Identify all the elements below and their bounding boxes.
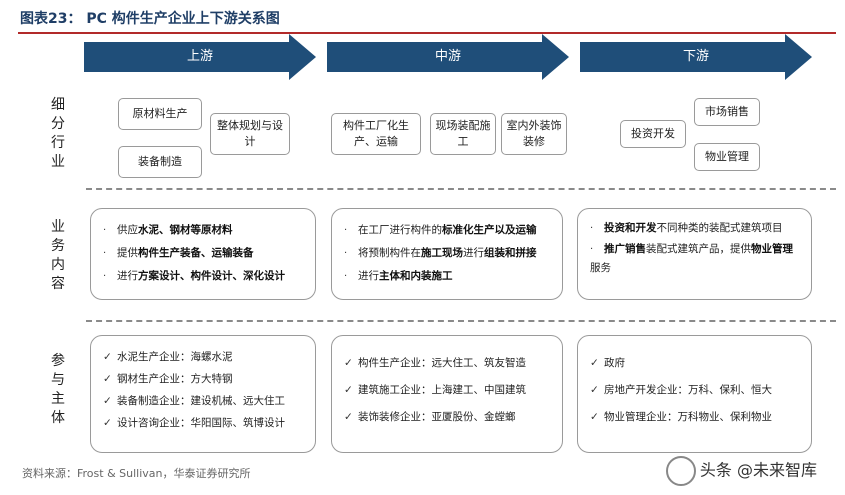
stage-arrow-midstream: 中游 — [327, 34, 569, 80]
stage-label-upstream: 上游 — [186, 49, 213, 64]
check-icon: ✓ — [590, 357, 599, 369]
dashed-divider — [86, 320, 836, 322]
source-note: 资料来源：Frost & Sullivan，华泰证券研究所 — [22, 467, 251, 480]
check-icon: ✓ — [103, 395, 112, 407]
title-rule — [18, 32, 836, 34]
segment-planning-design: 整体规划与设计 — [210, 113, 290, 155]
participant-item: ✓装饰装修企业：亚厦股份、金螳螂 — [344, 404, 552, 431]
business-item: ·供应水泥、钢材等原材料 — [103, 224, 233, 236]
business-panel-upstream: ·供应水泥、钢材等原材料 ·提供构件生产装备、运输装备 ·进行方案设计、构件设计… — [90, 208, 316, 300]
business-item: ·提供构件生产装备、运输装备 — [103, 247, 254, 259]
participant-item: ✓装备制造企业：建设机械、远大住工 — [103, 390, 305, 412]
participant-item: ✓政府 — [590, 350, 801, 377]
check-icon: ✓ — [344, 411, 353, 423]
business-item: ·推广销售装配式建筑产品，提供物业管理服务 — [590, 243, 793, 274]
segment-factory-production: 构件工厂化生产、运输 — [331, 113, 421, 155]
check-icon: ✓ — [103, 351, 112, 363]
check-icon: ✓ — [344, 357, 353, 369]
participant-item: ✓设计咨询企业：华阳国际、筑博设计 — [103, 412, 305, 434]
check-icon: ✓ — [103, 417, 112, 429]
participants-panel-midstream: ✓构件生产企业：远大住工、筑友智造 ✓建筑施工企业：上海建工、中国建筑 ✓装饰装… — [331, 335, 563, 453]
business-panel-downstream: ·投资和开发不同种类的装配式建筑项目 ·推广销售装配式建筑产品，提供物业管理服务 — [577, 208, 812, 300]
segment-onsite-assembly: 现场装配施工 — [430, 113, 496, 155]
participant-item: ✓房地产开发企业：万科、保利、恒大 — [590, 377, 801, 404]
arrow-shape-upstream — [84, 34, 316, 80]
row-label-participants: 参与主体 — [51, 353, 65, 426]
dashed-divider — [86, 188, 836, 190]
segment-market-sales: 市场销售 — [694, 98, 760, 126]
business-item: ·投资和开发不同种类的装配式建筑项目 — [590, 222, 783, 234]
business-item: ·进行方案设计、构件设计、深化设计 — [103, 270, 285, 282]
segment-property-mgmt: 物业管理 — [694, 143, 760, 171]
check-icon: ✓ — [590, 411, 599, 423]
row-label-segments: 细分行业 — [51, 97, 65, 170]
figure-title: 图表23： PC 构件生产企业上下游关系图 — [20, 11, 280, 27]
arrow-shape-midstream — [327, 34, 569, 80]
stage-arrow-upstream: 上游 — [84, 34, 316, 80]
participant-item: ✓物业管理企业：万科物业、保利物业 — [590, 404, 801, 431]
watermark-logo-icon — [665, 456, 696, 486]
stage-label-midstream: 中游 — [434, 49, 461, 64]
business-item: ·将预制构件在施工现场进行组装和拼接 — [344, 247, 537, 259]
stage-arrow-downstream: 下游 — [580, 34, 812, 80]
check-icon: ✓ — [344, 384, 353, 396]
arrow-shape-downstream — [580, 34, 812, 80]
participants-panel-downstream: ✓政府 ✓房地产开发企业：万科、保利、恒大 ✓物业管理企业：万科物业、保利物业 — [577, 335, 812, 453]
segment-decoration: 室内外装饰装修 — [501, 113, 567, 155]
participant-item: ✓构件生产企业：远大住工、筑友智造 — [344, 350, 552, 377]
participant-item: ✓水泥生产企业：海螺水泥 — [103, 346, 305, 368]
participant-item: ✓钢材生产企业：方大特钢 — [103, 368, 305, 390]
participants-panel-upstream: ✓水泥生产企业：海螺水泥 ✓钢材生产企业：方大特钢 ✓装备制造企业：建设机械、远… — [90, 335, 316, 453]
business-panel-midstream: ·在工厂进行构件的标准化生产以及运输 ·将预制构件在施工现场进行组装和拼接 ·进… — [331, 208, 563, 300]
participant-item: ✓建筑施工企业：上海建工、中国建筑 — [344, 377, 552, 404]
row-label-business: 业务内容 — [51, 219, 65, 292]
business-item: ·在工厂进行构件的标准化生产以及运输 — [344, 224, 537, 236]
watermark: 头条 @未来智库 — [665, 456, 817, 486]
check-icon: ✓ — [103, 373, 112, 385]
business-item: ·进行主体和内装施工 — [344, 270, 453, 282]
check-icon: ✓ — [590, 384, 599, 396]
stage-label-downstream: 下游 — [682, 49, 709, 64]
segment-raw-materials: 原材料生产 — [118, 98, 202, 130]
segment-investment: 投资开发 — [620, 120, 686, 148]
segment-equipment: 装备制造 — [118, 146, 202, 178]
